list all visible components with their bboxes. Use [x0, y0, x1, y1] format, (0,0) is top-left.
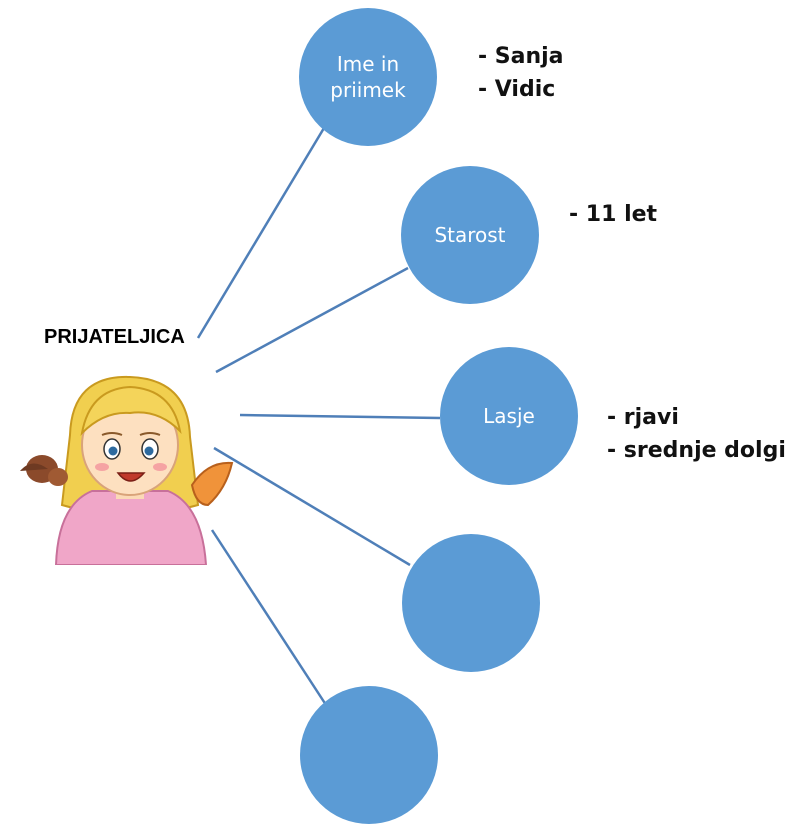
- connector-empty-1: [213, 446, 411, 567]
- node-hair: Lasje: [440, 347, 578, 485]
- node-hair-notes: - rjavi - srednje dolgi: [607, 401, 786, 467]
- central-title: PRIJATELJICA: [44, 326, 185, 348]
- connector-empty-2: [210, 529, 330, 709]
- node-age-notes: - 11 let: [569, 198, 657, 231]
- girl-illustration: [20, 375, 234, 565]
- node-age-label: Starost: [434, 223, 506, 247]
- note-surname-first: - Sanja: [478, 44, 564, 69]
- node-age: Starost: [401, 166, 539, 304]
- note-surname-last: - Vidic: [478, 77, 556, 102]
- note-hair-color: - rjavi: [607, 405, 679, 430]
- node-name-label-2: priimek: [330, 78, 406, 102]
- note-hair-length: - srednje dolgi: [607, 438, 786, 463]
- node-name-label-1: Ime in: [336, 52, 400, 76]
- node-empty-1: [402, 534, 540, 672]
- node-hair-label: Lasje: [483, 404, 535, 428]
- connector-age: [215, 266, 409, 374]
- node-name-notes: - Sanja - Vidic: [478, 40, 564, 106]
- connector-name: [196, 127, 326, 339]
- node-name: Ime in priimek: [299, 8, 437, 146]
- note-age: - 11 let: [569, 202, 658, 227]
- node-empty-2: [300, 686, 438, 824]
- connector-hair: [239, 413, 441, 420]
